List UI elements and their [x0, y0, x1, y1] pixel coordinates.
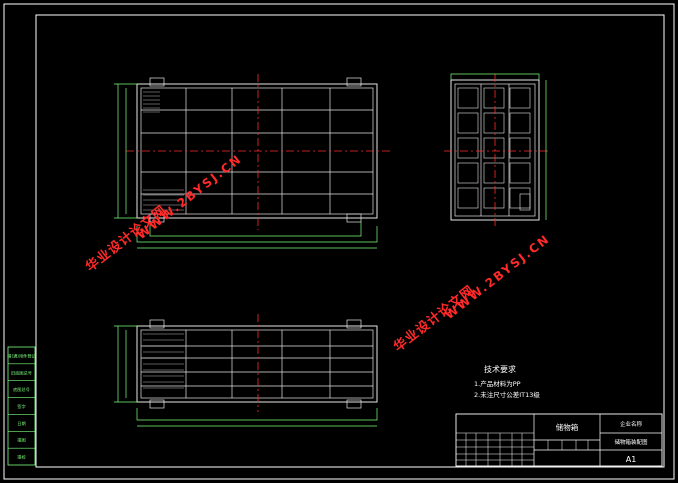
side-pocket	[483, 187, 505, 209]
watermark-1-line2: WWW.2BYSJ.CN	[134, 151, 245, 242]
side-pocket	[483, 137, 505, 159]
title-part-name: 储物箱	[556, 422, 579, 432]
left-strip-label: 签字	[17, 403, 25, 409]
left-strip-label: 旧底图总号	[11, 369, 32, 376]
side-pocket	[509, 137, 531, 159]
title-company: 企业名称	[620, 420, 643, 428]
front-view	[114, 74, 390, 249]
side-pocket	[457, 137, 479, 159]
left-strip-label: 底图总号	[13, 386, 30, 393]
title-block: 储物箱 企业名称 储物箱装配图 A1	[455, 413, 663, 467]
technical-notes: 技术要求 1.产品材料为PP 2.未注尺寸公差IT13级	[474, 364, 540, 399]
watermark-1: 华业设计论文网 WWW.2BYSJ.CN	[83, 151, 245, 275]
inner-frame	[35, 14, 665, 468]
notes-item-2: 2.未注尺寸公差IT13级	[474, 390, 540, 399]
side-pocket	[483, 112, 505, 134]
left-strip-label: 描图	[17, 437, 25, 444]
side-pocket	[509, 87, 531, 109]
top-view	[114, 314, 378, 427]
title-sheet-size: A1	[626, 455, 637, 464]
side-pocket	[509, 162, 531, 184]
side-view	[444, 73, 548, 226]
watermark-2: 华业设计论文网 WWW.2BYSJ.CN	[391, 231, 553, 355]
title-drawing-no: 储物箱装配图	[614, 438, 648, 446]
side-pocket	[483, 87, 505, 109]
notes-heading: 技术要求	[484, 364, 516, 374]
notes-item-1: 1.产品材料为PP	[474, 379, 521, 388]
outer-frame	[3, 3, 675, 480]
side-detail	[519, 193, 531, 211]
side-pocket	[457, 162, 479, 184]
left-strip-label: 描校	[17, 454, 26, 461]
side-pocket	[483, 162, 505, 184]
watermark-2-line2: WWW.2BYSJ.CN	[442, 231, 553, 322]
left-strip-label: 借(通)用件登记	[7, 352, 36, 359]
side-pocket	[457, 187, 479, 209]
side-pocket	[457, 112, 479, 134]
side-pocket	[509, 112, 531, 134]
side-pocket	[457, 87, 479, 109]
left-strip-label: 日期	[17, 421, 25, 427]
